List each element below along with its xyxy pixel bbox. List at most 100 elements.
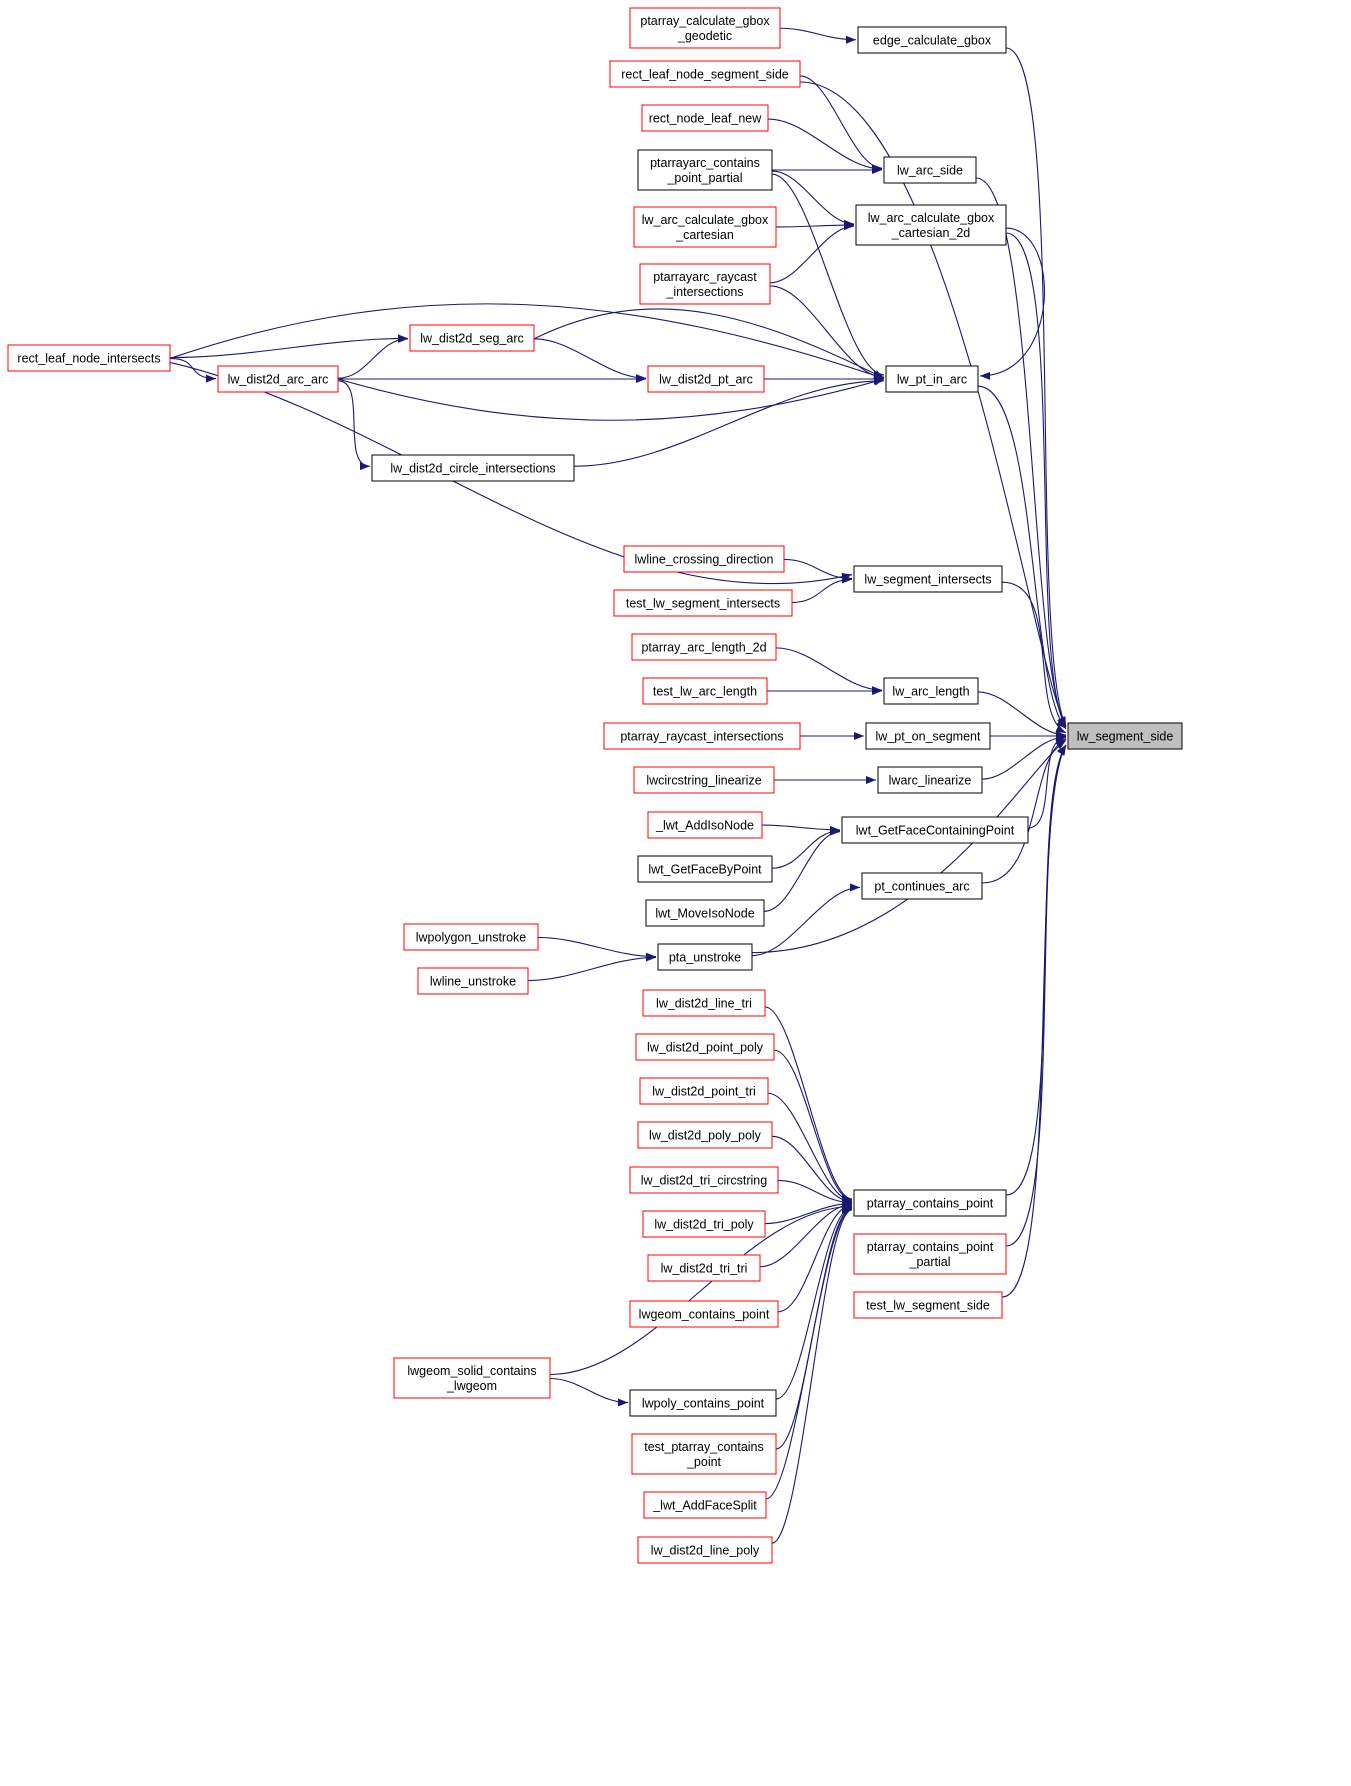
node-box[interactable]: [403, 923, 539, 951]
node-lwgeom_solid_contains_lwgeom[interactable]: lwgeom_solid_contains_lwgeom: [393, 1357, 551, 1399]
node-lwpolygon_unstroke[interactable]: lwpolygon_unstroke: [403, 923, 539, 951]
node-box[interactable]: [841, 816, 1029, 844]
node-ptarrayarc_raycast_intersections[interactable]: ptarrayarc_raycast_intersections: [639, 263, 771, 305]
node-box[interactable]: [645, 899, 765, 927]
node-lwgeom_contains_point[interactable]: lwgeom_contains_point: [629, 1300, 779, 1328]
node-box[interactable]: [647, 811, 763, 839]
node-box[interactable]: [629, 7, 781, 49]
node-lw_arc_calculate_gbox_cartesian[interactable]: lw_arc_calculate_gbox_cartesian: [633, 206, 777, 248]
node-box[interactable]: [855, 204, 1007, 246]
node-ptarray_contains_point[interactable]: ptarray_contains_point: [853, 1189, 1007, 1217]
node-box[interactable]: [417, 967, 529, 995]
node-box[interactable]: [657, 943, 753, 971]
node-box[interactable]: [637, 855, 773, 883]
node-box[interactable]: [642, 989, 766, 1017]
node-box[interactable]: [857, 26, 1007, 54]
node-lw_arc_side[interactable]: lw_arc_side: [883, 156, 977, 184]
node-lw_dist2d_pt_arc[interactable]: lw_dist2d_pt_arc: [647, 365, 765, 393]
node-box[interactable]: [7, 344, 171, 372]
node-box[interactable]: [885, 365, 979, 393]
node-ptarray_calculate_gbox_geodetic[interactable]: ptarray_calculate_gbox_geodetic: [629, 7, 781, 49]
node-box[interactable]: [371, 454, 575, 482]
node-box[interactable]: [642, 677, 768, 705]
node-lw_dist2d_poly_poly[interactable]: lw_dist2d_poly_poly: [637, 1121, 773, 1149]
node-box[interactable]: [853, 1233, 1007, 1275]
node-box[interactable]: [641, 104, 769, 132]
node-box[interactable]: [853, 565, 1003, 593]
node-lw_pt_on_segment[interactable]: lw_pt_on_segment: [865, 722, 991, 750]
node-box[interactable]: [217, 365, 339, 393]
node-box[interactable]: [635, 1033, 775, 1061]
node-lw_dist2d_circle_intersections[interactable]: lw_dist2d_circle_intersections: [371, 454, 575, 482]
node-box[interactable]: [637, 1121, 773, 1149]
node-box[interactable]: [631, 1433, 777, 1475]
node-box[interactable]: [613, 589, 793, 617]
node-lwline_crossing_direction[interactable]: lwline_crossing_direction: [623, 545, 785, 573]
node-lw_dist2d_tri_tri[interactable]: lw_dist2d_tri_tri: [647, 1254, 761, 1282]
node-box[interactable]: [637, 149, 773, 191]
node-box[interactable]: [883, 677, 979, 705]
node-box[interactable]: [637, 1536, 773, 1564]
node-label: lw_dist2d_seg_arc: [420, 332, 524, 346]
node-box[interactable]: [647, 1254, 761, 1282]
node-box[interactable]: [629, 1300, 779, 1328]
node-ptarray_contains_point_partial[interactable]: ptarray_contains_point_partial: [853, 1233, 1007, 1275]
node-_lwt_AddFaceSplit[interactable]: _lwt_AddFaceSplit: [643, 1491, 767, 1519]
node-lwline_unstroke[interactable]: lwline_unstroke: [417, 967, 529, 995]
node-lw_arc_calculate_gbox_cartesian_2d[interactable]: lw_arc_calculate_gbox_cartesian_2d: [855, 204, 1007, 246]
node-box[interactable]: [877, 766, 983, 794]
node-box[interactable]: [643, 1491, 767, 1519]
node-edge_calculate_gbox[interactable]: edge_calculate_gbox: [857, 26, 1007, 54]
node-ptarrayarc_contains_point_partial[interactable]: ptarrayarc_contains_point_partial: [637, 149, 773, 191]
node-lw_dist2d_line_tri[interactable]: lw_dist2d_line_tri: [642, 989, 766, 1017]
node-lw_pt_in_arc[interactable]: lw_pt_in_arc: [885, 365, 979, 393]
node-rect_node_leaf_new[interactable]: rect_node_leaf_new: [641, 104, 769, 132]
node-lwt_MoveIsoNode[interactable]: lwt_MoveIsoNode: [645, 899, 765, 927]
node-lw_segment_intersects[interactable]: lw_segment_intersects: [853, 565, 1003, 593]
node-box[interactable]: [865, 722, 991, 750]
node-ptarray_arc_length_2d[interactable]: ptarray_arc_length_2d: [631, 633, 777, 661]
node-lw_dist2d_seg_arc[interactable]: lw_dist2d_seg_arc: [409, 324, 535, 352]
node-box[interactable]: [629, 1389, 777, 1417]
node-lw_dist2d_point_tri[interactable]: lw_dist2d_point_tri: [639, 1077, 769, 1105]
node-box[interactable]: [642, 1210, 766, 1238]
node-box[interactable]: [609, 60, 801, 88]
node-box[interactable]: [633, 206, 777, 248]
node-test_lw_arc_length[interactable]: test_lw_arc_length: [642, 677, 768, 705]
node-lw_dist2d_arc_arc[interactable]: lw_dist2d_arc_arc: [217, 365, 339, 393]
node-lwt_GetFaceContainingPoint[interactable]: lwt_GetFaceContainingPoint: [841, 816, 1029, 844]
node-label: test_lw_arc_length: [653, 685, 757, 699]
node-_lwt_AddIsoNode[interactable]: _lwt_AddIsoNode: [647, 811, 763, 839]
node-box[interactable]: [393, 1357, 551, 1399]
node-lwarc_linearize[interactable]: lwarc_linearize: [877, 766, 983, 794]
node-lw_dist2d_tri_poly[interactable]: lw_dist2d_tri_poly: [642, 1210, 766, 1238]
node-box[interactable]: [639, 1077, 769, 1105]
node-lw_arc_length[interactable]: lw_arc_length: [883, 677, 979, 705]
node-box[interactable]: [639, 263, 771, 305]
node-box[interactable]: [883, 156, 977, 184]
node-box[interactable]: [623, 545, 785, 573]
node-box[interactable]: [647, 365, 765, 393]
node-lw_dist2d_point_poly[interactable]: lw_dist2d_point_poly: [635, 1033, 775, 1061]
node-lw_dist2d_line_poly[interactable]: lw_dist2d_line_poly: [637, 1536, 773, 1564]
node-test_ptarray_contains_point[interactable]: test_ptarray_contains_point: [631, 1433, 777, 1475]
node-pta_unstroke[interactable]: pta_unstroke: [657, 943, 753, 971]
node-rect_leaf_node_intersects[interactable]: rect_leaf_node_intersects: [7, 344, 171, 372]
node-ptarray_raycast_intersections[interactable]: ptarray_raycast_intersections: [603, 722, 801, 750]
node-lwt_GetFaceByPoint[interactable]: lwt_GetFaceByPoint: [637, 855, 773, 883]
node-box[interactable]: [631, 633, 777, 661]
node-pt_continues_arc[interactable]: pt_continues_arc: [861, 872, 983, 900]
node-box[interactable]: [853, 1291, 1003, 1319]
node-box[interactable]: [633, 766, 775, 794]
node-box[interactable]: [629, 1166, 779, 1194]
node-lwcircstring_linearize[interactable]: lwcircstring_linearize: [633, 766, 775, 794]
node-box[interactable]: [603, 722, 801, 750]
node-test_lw_segment_intersects[interactable]: test_lw_segment_intersects: [613, 589, 793, 617]
node-test_lw_segment_side[interactable]: test_lw_segment_side: [853, 1291, 1003, 1319]
node-box[interactable]: [409, 324, 535, 352]
node-lwpoly_contains_point[interactable]: lwpoly_contains_point: [629, 1389, 777, 1417]
node-box[interactable]: [861, 872, 983, 900]
node-rect_leaf_node_segment_side[interactable]: rect_leaf_node_segment_side: [609, 60, 801, 88]
node-box[interactable]: [853, 1189, 1007, 1217]
node-lw_dist2d_tri_circstring[interactable]: lw_dist2d_tri_circstring: [629, 1166, 779, 1194]
